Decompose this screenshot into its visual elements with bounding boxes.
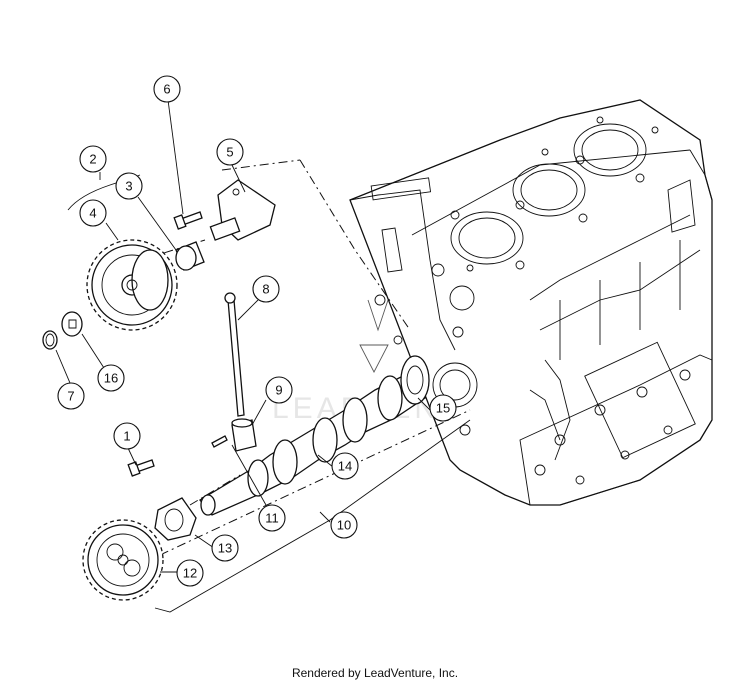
svg-text:5: 5 xyxy=(226,145,233,160)
svg-text:6: 6 xyxy=(163,82,170,97)
callout-6: 6 xyxy=(153,75,181,103)
svg-text:14: 14 xyxy=(338,459,352,474)
key-11 xyxy=(211,435,228,448)
idler-bushing xyxy=(175,241,205,271)
callout-11: 11 xyxy=(258,504,286,532)
svg-text:1: 1 xyxy=(123,429,130,444)
bracket-10 xyxy=(154,419,471,613)
svg-text:9: 9 xyxy=(275,383,282,398)
callout-7: 7 xyxy=(57,382,85,410)
snap-ring xyxy=(42,330,58,350)
leader-lines xyxy=(55,99,431,573)
callout-1: 1 xyxy=(113,422,141,450)
bolt-6 xyxy=(173,211,203,230)
svg-text:4: 4 xyxy=(89,206,96,221)
cam-gear-12 xyxy=(82,519,164,601)
engine-block xyxy=(349,99,713,506)
callout-5: 5 xyxy=(216,138,244,166)
callout-4: 4 xyxy=(79,199,107,227)
callout-10: 10 xyxy=(330,511,358,539)
callout-15: 15 xyxy=(429,394,457,422)
svg-text:12: 12 xyxy=(183,566,197,581)
callout-3: 3 xyxy=(115,172,143,200)
thrust-plate-13 xyxy=(154,497,197,541)
svg-text:3: 3 xyxy=(125,179,132,194)
callout-16: 16 xyxy=(97,364,125,392)
bracket-2 xyxy=(67,174,141,211)
svg-text:16: 16 xyxy=(104,371,118,386)
tappet-9 xyxy=(231,418,257,452)
svg-text:8: 8 xyxy=(262,282,269,297)
svg-text:15: 15 xyxy=(436,401,450,416)
svg-text:2: 2 xyxy=(89,152,96,167)
collar xyxy=(61,311,83,337)
idler-shaft xyxy=(209,179,276,241)
callout-2: 2 xyxy=(79,145,107,173)
idler-gear xyxy=(86,239,178,331)
callout-12: 12 xyxy=(176,559,204,587)
camshaft xyxy=(199,355,430,516)
callout-9: 9 xyxy=(265,376,293,404)
svg-text:11: 11 xyxy=(265,511,279,526)
svg-text:13: 13 xyxy=(218,541,232,556)
svg-text:10: 10 xyxy=(337,518,351,533)
footer-credit: Rendered by LeadVenture, Inc. xyxy=(291,666,459,680)
svg-text:7: 7 xyxy=(67,389,74,404)
callout-13: 13 xyxy=(211,534,239,562)
callout-14: 14 xyxy=(331,452,359,480)
callout-8: 8 xyxy=(252,275,280,303)
idler-gear-assembly xyxy=(42,174,276,350)
bolt-1 xyxy=(127,459,155,477)
push-rod-8 xyxy=(224,292,245,417)
